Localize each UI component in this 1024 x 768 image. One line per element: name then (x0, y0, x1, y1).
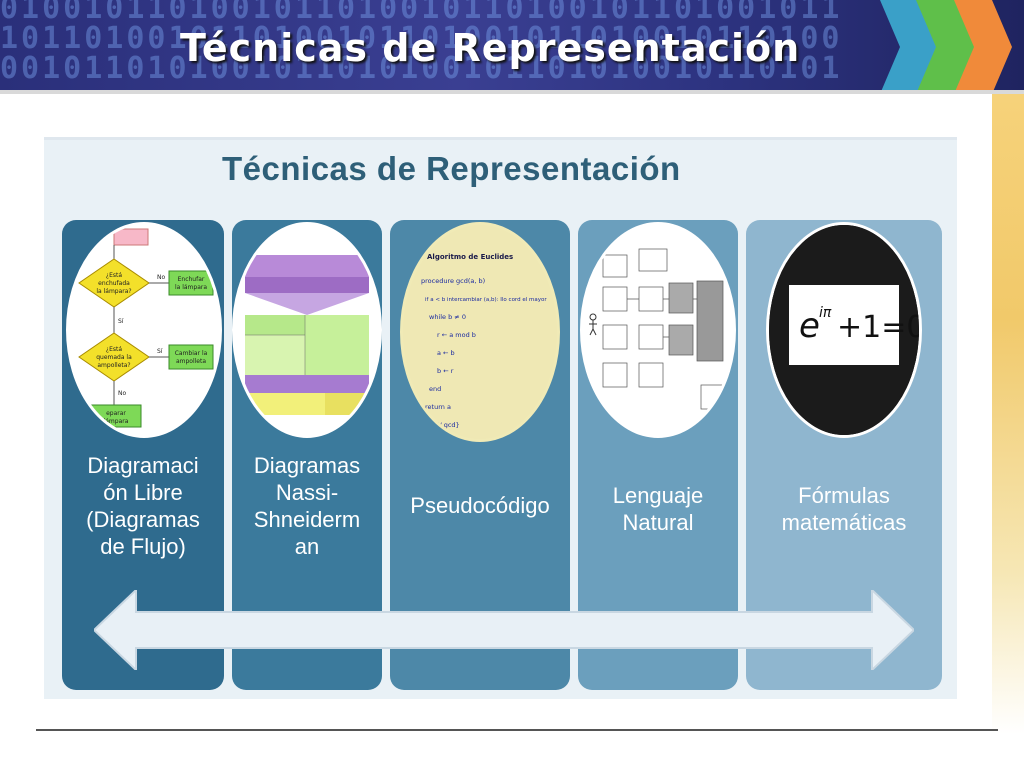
svg-text:Algoritmo de Euclides: Algoritmo de Euclides (427, 253, 513, 261)
column-natural-language: Lenguaje Natural (578, 220, 738, 690)
formula-oval: e iπ +1=0 (766, 222, 922, 438)
label-line: Lenguaje (612, 483, 704, 508)
svg-text:Sí: Sí (118, 318, 124, 325)
label-line: Pseudocódigo (410, 493, 550, 518)
svg-text:No: No (118, 390, 126, 397)
column-label: Fórmulas matemáticas (746, 482, 942, 536)
binary-row: 0100101101001011010010110100101101001011 (0, 0, 843, 26)
svg-text:enchufada: enchufada (98, 280, 130, 287)
footer-divider (36, 729, 998, 731)
label-line: Shneiderm (253, 507, 361, 532)
label-line: an (294, 534, 320, 559)
slide-title: Técnicas de Representación (222, 150, 681, 187)
svg-text:la lámpara: la lámpara (175, 284, 207, 291)
natural-language-oval (580, 222, 736, 438)
svg-text:procedure gcd(a, b): procedure gcd(a, b) (421, 277, 485, 285)
svg-text:b ← r: b ← r (437, 367, 454, 375)
svg-text:a ← b: a ← b (437, 349, 455, 357)
svg-text:¿Está: ¿Está (106, 346, 122, 353)
binary-row: 0010110101001011010100101101010010110101 (0, 51, 843, 86)
svg-text:lámpara: lámpara (104, 418, 129, 425)
pseudocode-oval: Algoritmo de Euclides procedure gcd(a, b… (400, 222, 560, 442)
column-label: Lenguaje Natural (578, 482, 738, 536)
nassi-shneiderman-image (235, 225, 379, 435)
svg-text:Cambiar la: Cambiar la (175, 350, 208, 357)
label-line: Fórmulas (798, 483, 890, 508)
label-line: (Diagramas (86, 507, 200, 532)
svg-text:eparar: eparar (106, 410, 126, 417)
svg-text:while b ≠ 0: while b ≠ 0 (429, 313, 466, 321)
nassi-oval (232, 222, 382, 438)
svg-text:quemada la: quemada la (96, 354, 132, 361)
svg-text:No: No (157, 274, 165, 281)
natural-language-image (583, 225, 733, 435)
column-label: Diagramaci ón Libre (Diagramas de Flujo) (62, 452, 224, 560)
banner-divider (0, 90, 1024, 94)
svg-text:end: end (429, 385, 441, 393)
label-line: Diagramas (253, 453, 361, 478)
svg-text:ampolleta: ampolleta (176, 358, 206, 365)
label-line: de Flujo) (100, 534, 186, 559)
column-flowchart: ¿Está enchufada la lámpara? No Enchufar … (62, 220, 224, 690)
flowchart-image: ¿Está enchufada la lámpara? No Enchufar … (69, 225, 219, 435)
svg-text:+1=0: +1=0 (837, 310, 919, 345)
svg-text:Sí: Sí (157, 348, 163, 355)
double-arrow-icon (94, 590, 914, 670)
svg-text:return a: return a (425, 403, 451, 411)
svg-text:e: e (799, 306, 820, 346)
svg-text:if a < b intercambiar (a,b):: if a < b intercambiar (a,b): Ilo cord el… (425, 297, 547, 303)
svg-text:end {/ gcd}: end {/ gcd} (421, 421, 460, 429)
svg-text:Enchufar: Enchufar (178, 276, 205, 283)
header-banner: 0100101101001011010010110100101101001011… (0, 0, 1024, 94)
svg-text:ampolleta?: ampolleta? (97, 362, 130, 369)
label-line: Nassi- (275, 480, 339, 505)
svg-text:iπ: iπ (819, 305, 832, 321)
representation-techniques-diagram: Técnicas de Representación ¿Está enchufa… (44, 137, 957, 699)
svg-text:¿Está: ¿Está (106, 272, 122, 279)
formula-image: e iπ +1=0 (769, 225, 919, 435)
side-accent-bar (992, 94, 1024, 734)
flowchart-oval: ¿Está enchufada la lámpara? No Enchufar … (66, 222, 222, 438)
svg-text:la lámpara?: la lámpara? (96, 288, 131, 295)
label-line: Diagramaci (87, 453, 199, 478)
binary-row: 1011010010110100101101001011010010110100 (0, 21, 843, 56)
column-label: Diagramas Nassi- Shneiderm an (232, 452, 382, 560)
chevron-arrows-icon (880, 0, 1012, 94)
column-label: Pseudocódigo (390, 492, 570, 519)
label-line: Natural (622, 510, 694, 535)
svg-text:r ← a mod b: r ← a mod b (437, 331, 476, 339)
label-line: matemáticas (781, 510, 907, 535)
pseudocode-image: Algoritmo de Euclides procedure gcd(a, b… (403, 225, 557, 439)
binary-background: 0100101101001011010010110100101101001011… (0, 0, 900, 84)
page-title: Técnicas de Representación (180, 26, 801, 70)
label-line: ón Libre (103, 480, 183, 505)
